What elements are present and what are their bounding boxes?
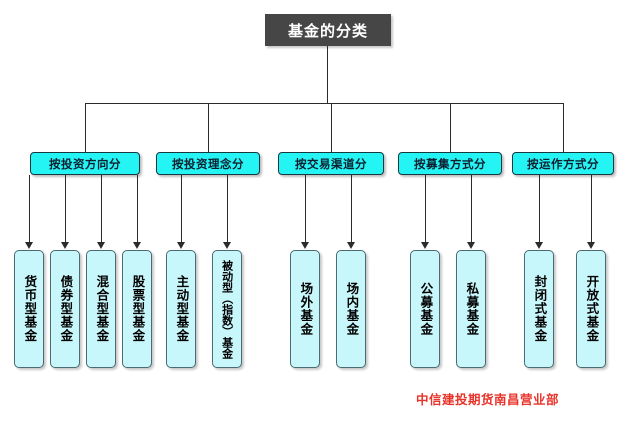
leaf-arrowhead-7 <box>301 242 309 249</box>
leaf-arrowhead-5 <box>177 242 185 249</box>
leaf-connector-line-8 <box>351 175 352 242</box>
leaf-node-label: 被动型（指数）基金 <box>220 259 234 359</box>
root-node[interactable]: 基金的分类 <box>265 14 391 46</box>
leaf-connector-line-3 <box>101 175 102 242</box>
category-node-1[interactable]: 按投资方向分 <box>30 152 140 175</box>
leaf-arrowhead-10 <box>467 242 475 249</box>
category-node-label: 按募集方式分 <box>414 156 486 171</box>
leaf-arrowhead-4 <box>133 242 141 249</box>
leaf-arrowhead-8 <box>347 242 355 249</box>
leaf-arrowhead-9 <box>421 242 429 249</box>
leaf-node-label: 股票型基金 <box>130 275 146 343</box>
leaf-node-7[interactable]: 场外基金 <box>290 250 320 368</box>
footer-watermark: 中信建投期货南昌营业部 <box>416 392 560 407</box>
category-bus-line <box>85 103 563 104</box>
leaf-connector-line-11 <box>539 175 540 242</box>
leaf-node-4[interactable]: 股票型基金 <box>122 250 152 368</box>
leaf-node-2[interactable]: 债券型基金 <box>50 250 80 368</box>
leaf-arrowhead-6 <box>223 242 231 249</box>
leaf-node-12[interactable]: 开放式基金 <box>576 250 606 368</box>
leaf-node-3[interactable]: 混合型基金 <box>86 250 116 368</box>
category-node-label: 按投资理念分 <box>172 156 244 171</box>
leaf-connector-line-2 <box>65 175 66 242</box>
leaf-arrowhead-1 <box>25 242 33 249</box>
leaf-arrowhead-2 <box>61 242 69 249</box>
leaf-connector-line-4 <box>137 175 138 242</box>
category-node-label: 按交易渠道分 <box>295 156 367 171</box>
category-node-5[interactable]: 按运作方式分 <box>512 152 614 175</box>
leaf-node-label: 场内基金 <box>344 282 360 336</box>
leaf-connector-line-5 <box>181 175 182 242</box>
leaf-connector-line-12 <box>591 175 592 242</box>
leaf-node-label: 公募基金 <box>418 282 434 336</box>
leaf-arrowhead-3 <box>97 242 105 249</box>
leaf-connector-line-7 <box>305 175 306 242</box>
leaf-node-label: 货币型基金 <box>22 275 38 343</box>
category-node-2[interactable]: 按投资理念分 <box>156 152 260 175</box>
leaf-node-label: 私募基金 <box>464 282 480 336</box>
leaf-arrowhead-11 <box>535 242 543 249</box>
root-trunk-line <box>327 46 328 103</box>
category-drop-line-1 <box>85 103 86 152</box>
category-drop-line-2 <box>208 103 209 152</box>
leaf-node-5[interactable]: 主动型基金 <box>166 250 196 368</box>
leaf-connector-line-9 <box>425 175 426 242</box>
leaf-node-11[interactable]: 封闭式基金 <box>524 250 554 368</box>
category-node-label: 按运作方式分 <box>527 156 599 171</box>
category-node-4[interactable]: 按募集方式分 <box>398 152 502 175</box>
leaf-node-label: 主动型基金 <box>174 275 190 343</box>
leaf-node-8[interactable]: 场内基金 <box>336 250 366 368</box>
leaf-node-9[interactable]: 公募基金 <box>410 250 440 368</box>
leaf-node-label: 债券型基金 <box>58 275 74 343</box>
leaf-connector-line-1 <box>29 175 30 242</box>
category-node-3[interactable]: 按交易渠道分 <box>278 152 384 175</box>
leaf-node-label: 混合型基金 <box>94 275 110 343</box>
leaf-connector-line-10 <box>471 175 472 242</box>
leaf-node-1[interactable]: 货币型基金 <box>14 250 44 368</box>
root-node-label: 基金的分类 <box>287 21 368 40</box>
category-drop-line-3 <box>331 103 332 152</box>
category-drop-line-5 <box>563 103 564 152</box>
leaf-node-6[interactable]: 被动型（指数）基金 <box>212 250 242 368</box>
category-drop-line-4 <box>450 103 451 152</box>
category-node-label: 按投资方向分 <box>49 156 121 171</box>
leaf-node-label: 场外基金 <box>298 282 314 336</box>
leaf-node-label: 封闭式基金 <box>532 275 548 343</box>
leaf-connector-line-6 <box>227 175 228 242</box>
leaf-node-10[interactable]: 私募基金 <box>456 250 486 368</box>
leaf-node-label: 开放式基金 <box>584 275 600 343</box>
leaf-arrowhead-12 <box>587 242 595 249</box>
